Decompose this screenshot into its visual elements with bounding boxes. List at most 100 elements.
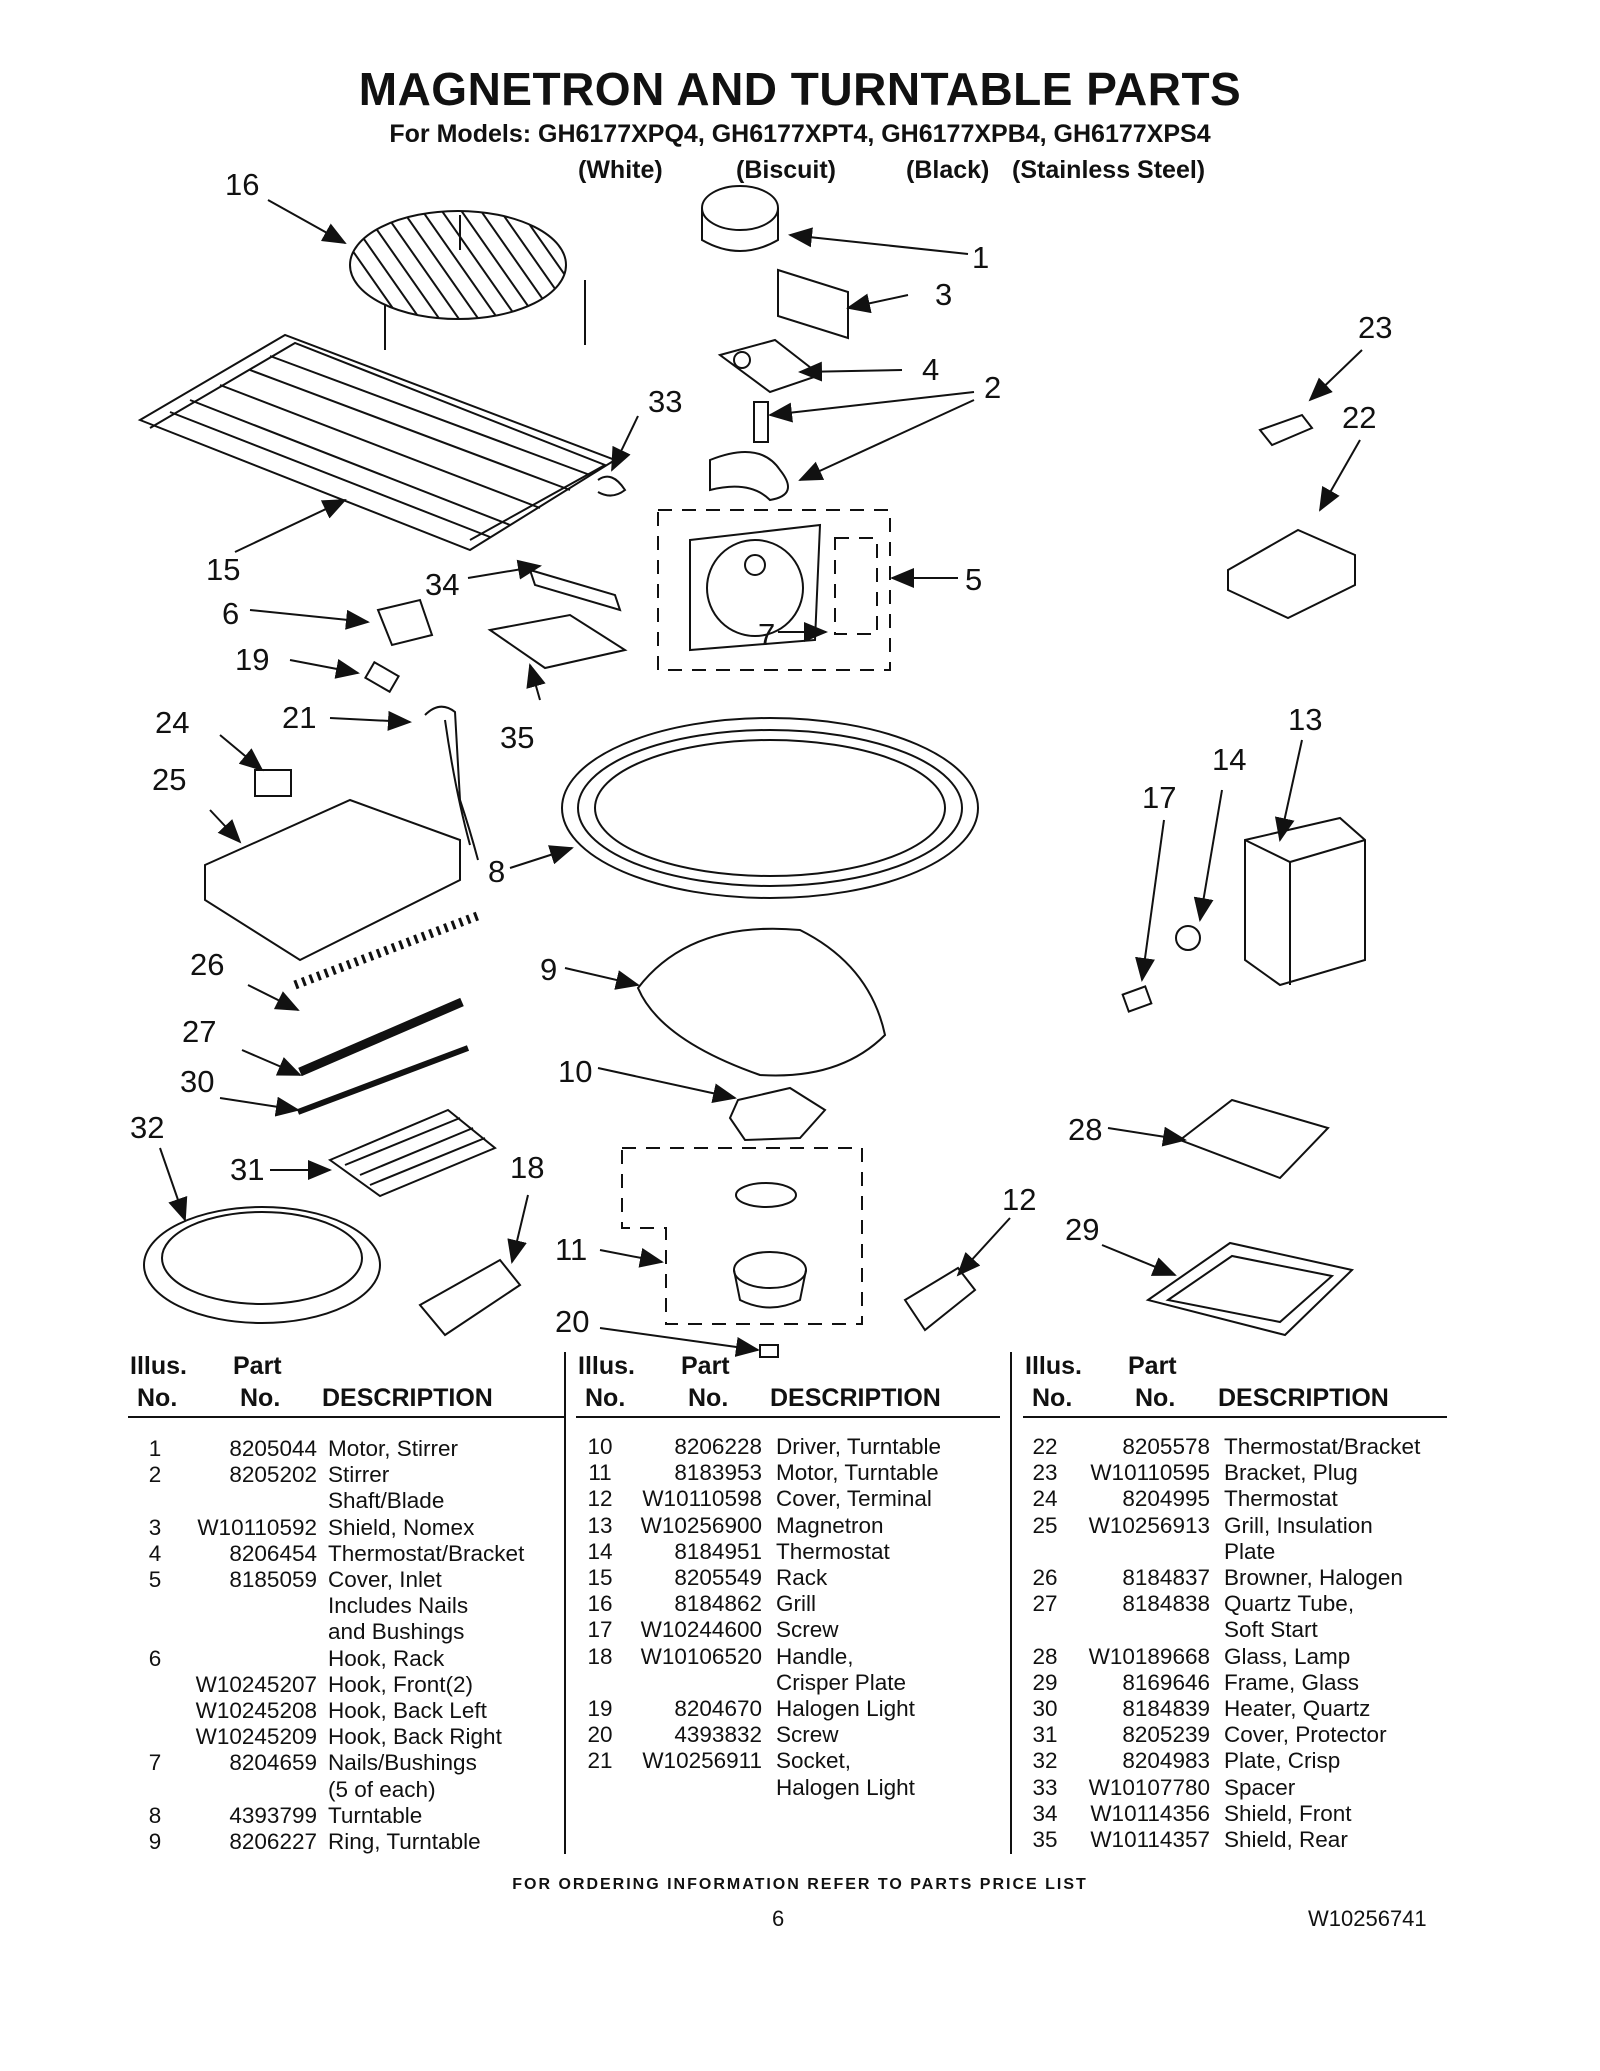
callout-16: 16 (225, 167, 259, 202)
part-number: 8206454 (229, 1540, 317, 1566)
callout-29: 29 (1065, 1212, 1099, 1247)
header-description: DESCRIPTION (322, 1384, 493, 1412)
part-description: (5 of each) (328, 1776, 436, 1802)
page-title: MAGNETRON AND TURNTABLE PARTS (358, 63, 1242, 115)
plug-bracket-part (1258, 413, 1314, 447)
part-description: Halogen Light (776, 1696, 915, 1721)
part-number: W10245209 (195, 1724, 317, 1750)
part-description: Heater, Quartz (1224, 1696, 1371, 1721)
illus-number: 34 (1032, 1800, 1058, 1826)
part-description: Cover, Terminal (776, 1486, 932, 1512)
illus-number: 35 (1032, 1827, 1058, 1852)
header-description: DESCRIPTION (770, 1384, 941, 1412)
part-number: W10245207 (195, 1671, 317, 1697)
part-number: 8205549 (674, 1565, 762, 1590)
part-number: 8184838 (1122, 1591, 1210, 1617)
part-number: 8183953 (674, 1460, 762, 1486)
illus-number: 10 (587, 1434, 613, 1459)
part-description: Plate, Crisp (1224, 1748, 1341, 1774)
illus-number: 30 (1032, 1696, 1058, 1721)
table-row: W10245207 Hook, Front(2) (0, 1672, 1600, 1698)
header-part-no: No. (688, 1384, 729, 1412)
illus-number: 14 (587, 1538, 613, 1564)
header-rule (576, 1416, 1000, 1418)
part-number: 8204670 (674, 1696, 762, 1721)
header-illus: Illus. (1025, 1352, 1082, 1380)
stirrer-shaft-part (753, 401, 769, 443)
header-illus-no: No. (137, 1384, 178, 1412)
part-description: Ring, Turntable (328, 1829, 481, 1854)
callout-4: 4 (922, 352, 939, 387)
illus-number: 3 (148, 1514, 162, 1540)
rear-shield-part (487, 613, 628, 670)
illus-number: 18 (587, 1643, 613, 1669)
callout-6: 6 (222, 596, 239, 631)
part-description: Motor, Stirrer (328, 1436, 459, 1461)
part-description: Screw (776, 1722, 839, 1748)
stirrer-blade-part (709, 451, 789, 502)
part-description: Thermostat (776, 1538, 890, 1564)
column-divider (564, 1352, 566, 1854)
turntable-driver-part (728, 1086, 827, 1142)
part-description: Magnetron (776, 1512, 884, 1538)
part-number: 4393799 (229, 1802, 317, 1828)
callout-33: 33 (648, 384, 682, 419)
part-number: W10114357 (1090, 1827, 1210, 1852)
callout-15: 15 (206, 552, 240, 587)
illus-number: 28 (1032, 1643, 1058, 1669)
illus-number: 15 (587, 1565, 613, 1590)
protector-cover-part (327, 1108, 497, 1198)
illus-number: 29 (1032, 1669, 1058, 1695)
document-number: W10256741 (1308, 1906, 1427, 1931)
callout-17: 17 (1142, 780, 1176, 815)
callout-5: 5 (965, 562, 982, 597)
illus-number: 7 (148, 1750, 162, 1776)
callout-1: 1 (972, 240, 989, 275)
header-illus-no: No. (1032, 1384, 1073, 1412)
part-number: W10110595 (1090, 1460, 1210, 1486)
illus-number: 11 (588, 1460, 612, 1486)
part-description: Cover, Protector (1224, 1722, 1387, 1748)
terminal-cover-part (903, 1266, 977, 1332)
part-description: Hook, Rack (328, 1645, 445, 1671)
part-number: W10244600 (640, 1617, 762, 1643)
callout-3: 3 (935, 277, 952, 312)
page-number: 6 (772, 1906, 785, 1931)
callout-9: 9 (540, 952, 557, 987)
part-number: W10107780 (1088, 1774, 1210, 1800)
header-part-no: No. (1135, 1384, 1176, 1412)
inlet-cover-group (657, 509, 891, 671)
halogen-socket-part (424, 705, 479, 861)
table-row: Shaft/Blade (0, 1488, 1600, 1514)
callout-12: 12 (1002, 1182, 1036, 1217)
illus-number: 27 (1032, 1591, 1058, 1617)
part-description: Hook, Back Left (328, 1698, 487, 1723)
table-row: Crisper Plate (0, 1670, 1600, 1696)
part-number: 8205578 (1122, 1434, 1210, 1459)
header-illus-no: No. (585, 1384, 626, 1412)
part-description: Shield, Rear (1224, 1827, 1348, 1852)
part-number: 8184839 (1122, 1696, 1210, 1721)
part-description: Cover, Inlet (328, 1567, 442, 1592)
part-description: Hook, Front(2) (328, 1671, 474, 1697)
callout-26: 26 (190, 947, 224, 982)
table-row: Soft Start (0, 1617, 1600, 1643)
part-description: Plate (1224, 1538, 1276, 1564)
header-description: DESCRIPTION (1218, 1384, 1389, 1412)
part-description: Bracket, Plug (1224, 1460, 1358, 1486)
thermostat-part (254, 769, 292, 797)
illus-number: 12 (587, 1486, 613, 1512)
part-description: Socket, (776, 1748, 852, 1774)
